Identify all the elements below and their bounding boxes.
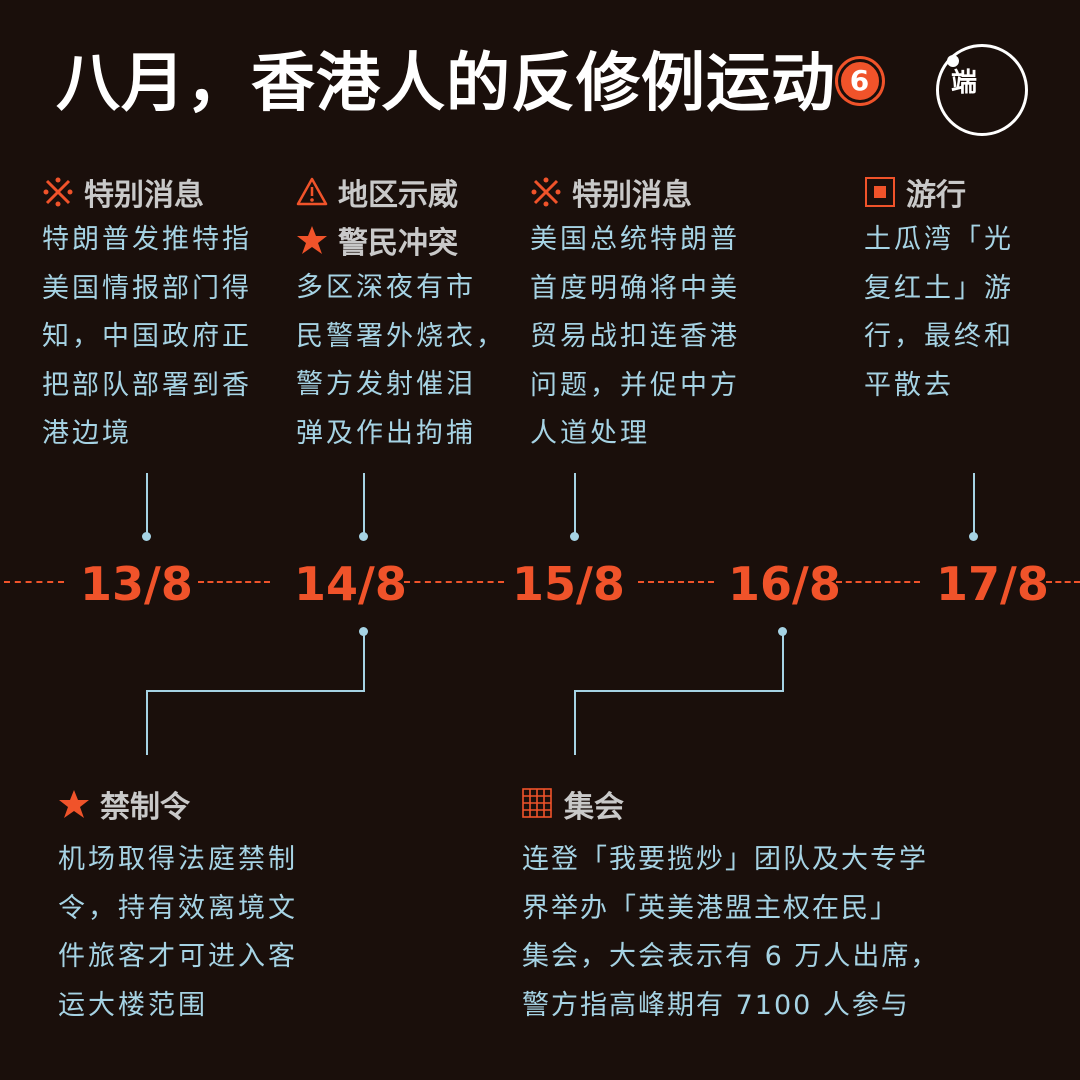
event-card-17-8: 游行 土瓜湾「光 复红土」游 行，最终和 平散去 — [864, 168, 1014, 410]
event-tag-label: 集会 — [564, 790, 624, 825]
star-icon — [58, 788, 90, 820]
event-tag: 地区示威 — [296, 168, 506, 216]
title-text: 八月，香港人的反修例运动 — [56, 47, 836, 121]
event-tag: 特别消息 — [42, 168, 252, 216]
event-description: 机场取得法庭禁制 令，持有效离境文 件旅客才可进入客 运大楼范围 — [58, 836, 298, 1030]
text-line: 弹及作出拘捕 — [296, 417, 476, 449]
connector-pin-icon — [778, 627, 787, 636]
date-label-17-8: 17/8 — [936, 557, 1049, 611]
connector-line — [363, 632, 365, 692]
event-tag-label: 警民冲突 — [338, 226, 458, 261]
event-description: 多区深夜有市 民警署外烧衣， 警方发射催泪 弹及作出拘捕 — [296, 264, 506, 458]
event-description: 土瓜湾「光 复红土」游 行，最终和 平散去 — [864, 216, 1014, 410]
brand-logo: 端 — [936, 44, 1028, 136]
text-line: 警方发射催泪 — [296, 369, 476, 400]
date-label-15-8: 15/8 — [512, 557, 625, 611]
text-line: 界举办「英美港盟主权在民」 — [522, 892, 899, 924]
connector-line — [146, 690, 365, 692]
part-number-badge: 6 — [838, 59, 882, 104]
square-icon — [864, 176, 896, 208]
connector-line — [574, 690, 576, 755]
event-tag: 特别消息 — [530, 168, 740, 216]
event-description: 连登「我要揽炒」团队及大专学 界举办「英美港盟主权在民」 集会，大会表示有 6 … — [522, 836, 939, 1030]
event-tag-label: 禁制令 — [100, 790, 190, 825]
timeline-dash — [638, 581, 714, 583]
text-line: 多区深夜有市 — [296, 272, 476, 303]
logo-dot-icon — [947, 55, 959, 67]
event-card-14-8: 地区示威 警民冲突 多区深夜有市 民警署外烧衣， 警方发射催泪 弹及作出拘捕 — [296, 168, 506, 458]
text-line: 行，最终和 — [864, 321, 1014, 352]
event-tag-label: 特别消息 — [84, 178, 204, 213]
event-description: 美国总统特朗普 首度明确将中美 贸易战扣连香港 问题，并促中方 人道处理 — [530, 216, 740, 459]
timeline-dash — [836, 581, 920, 583]
text-line: 知，中国政府正 — [42, 321, 252, 352]
text-line: 港边境 — [42, 418, 132, 449]
event-tag-label: 游行 — [906, 178, 966, 213]
timeline-dash — [404, 581, 504, 583]
text-line: 运大楼范围 — [58, 989, 208, 1021]
text-line: 民警署外烧衣， — [296, 320, 506, 352]
text-line: 人道处理 — [530, 418, 650, 449]
text-line: 土瓜湾「光 — [864, 224, 1014, 255]
star-icon — [296, 224, 328, 256]
event-card-13-8: 特别消息 特朗普发推特指 美国情报部门得 知，中国政府正 把部队部署到香 港边境 — [42, 168, 252, 459]
date-label-13-8: 13/8 — [80, 557, 193, 611]
warning-icon — [296, 176, 328, 208]
reference-mark-icon — [530, 176, 562, 208]
text-line: 问题，并促中方 — [530, 369, 740, 401]
text-line: 首度明确将中美 — [530, 272, 740, 304]
date-label-14-8: 14/8 — [294, 557, 407, 611]
connector-pin-icon — [359, 532, 368, 541]
text-line: 令，持有效离境文 — [58, 892, 298, 924]
text-line: 警方指高峰期有 7100 人参与 — [522, 989, 910, 1021]
connector-pin-icon — [142, 532, 151, 541]
reference-mark-icon — [42, 176, 74, 208]
event-tag: 游行 — [864, 168, 1014, 216]
text-line: 特朗普发推特指 — [42, 224, 252, 255]
text-line: 美国情报部门得 — [42, 272, 252, 304]
connector-pin-icon — [359, 627, 368, 636]
text-line: 美国总统特朗普 — [530, 224, 740, 255]
event-card-14-8-injunction: 禁制令 机场取得法庭禁制 令，持有效离境文 件旅客才可进入客 运大楼范围 — [58, 780, 298, 1030]
logo-glyph: 端 — [951, 68, 978, 98]
text-line: 平散去 — [864, 369, 954, 401]
text-line: 件旅客才可进入客 — [58, 941, 298, 972]
date-label-16-8: 16/8 — [728, 557, 841, 611]
text-line: 机场取得法庭禁制 — [58, 844, 298, 875]
connector-line — [973, 473, 975, 535]
text-line: 复红土」游 — [864, 272, 1014, 304]
event-tag: 警民冲突 — [296, 216, 506, 264]
timeline-dash — [1046, 581, 1080, 583]
connector-line — [363, 473, 365, 535]
event-card-16-8-rally: 集会 连登「我要揽炒」团队及大专学 界举办「英美港盟主权在民」 集会，大会表示有… — [522, 780, 939, 1030]
connector-line — [782, 632, 784, 692]
event-tag-label: 地区示威 — [338, 178, 458, 213]
connector-line — [574, 473, 576, 535]
event-card-15-8: 特别消息 美国总统特朗普 首度明确将中美 贸易战扣连香港 问题，并促中方 人道处… — [530, 168, 740, 459]
event-tag: 集会 — [522, 780, 939, 828]
event-tag: 禁制令 — [58, 780, 298, 828]
event-tag-label: 特别消息 — [572, 178, 692, 213]
grid-icon — [522, 788, 554, 820]
text-line: 贸易战扣连香港 — [530, 321, 740, 352]
text-line: 集会，大会表示有 6 万人出席， — [522, 941, 940, 972]
text-line: 把部队部署到香 — [42, 369, 252, 401]
connector-line — [574, 690, 784, 692]
timeline-dash — [4, 581, 64, 583]
connector-line — [146, 690, 148, 755]
connector-line — [146, 473, 148, 535]
connector-pin-icon — [570, 532, 579, 541]
timeline-dash — [198, 581, 270, 583]
event-description: 特朗普发推特指 美国情报部门得 知，中国政府正 把部队部署到香 港边境 — [42, 216, 252, 459]
connector-pin-icon — [969, 532, 978, 541]
text-line: 连登「我要揽炒」团队及大专学 — [522, 844, 928, 875]
